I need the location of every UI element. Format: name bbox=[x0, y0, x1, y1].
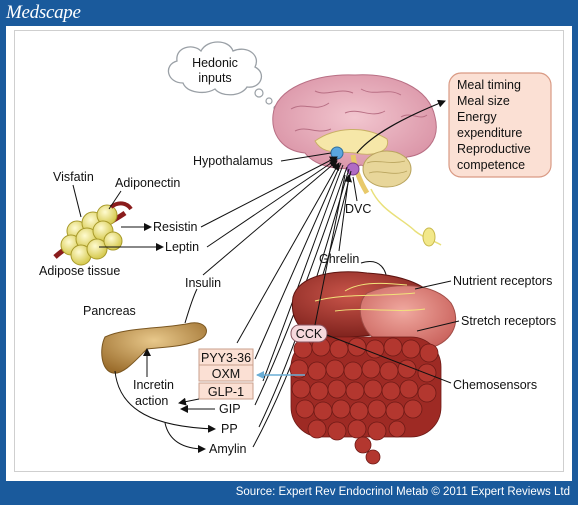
meal-item-3: Energy bbox=[457, 110, 497, 124]
pancreas-illustration bbox=[101, 322, 207, 374]
appetite-regulation-diagram: Hedonic inputs Meal timing Meal s bbox=[14, 30, 564, 472]
stomach-liver-illustration bbox=[291, 271, 457, 351]
resistin-label: Resistin bbox=[153, 220, 198, 234]
pp-label: PP bbox=[221, 422, 238, 436]
hypothalamus-label: Hypothalamus bbox=[193, 154, 273, 168]
nutrient-pointer bbox=[414, 280, 452, 290]
meal-item-2: Meal size bbox=[457, 94, 510, 108]
glp1-label: GLP-1 bbox=[208, 385, 244, 399]
cck-to-brain-line bbox=[314, 174, 346, 326]
hedonic-cloud: Hedonic inputs bbox=[167, 41, 279, 111]
visfatin-label: Visfatin bbox=[53, 170, 94, 184]
hedonic-label-line2: inputs bbox=[198, 71, 231, 85]
diagram-canvas: Hedonic inputs Meal timing Meal s bbox=[39, 41, 556, 465]
dvc-pointer bbox=[352, 176, 358, 202]
adiponectin-pointer bbox=[108, 190, 122, 210]
top-bar: Medscape bbox=[0, 0, 578, 26]
chemosensors-label: Chemosensors bbox=[453, 378, 537, 392]
hedonic-label-line1: Hedonic bbox=[192, 56, 238, 70]
pancreas-label: Pancreas bbox=[83, 304, 136, 318]
meal-item-1: Meal timing bbox=[457, 78, 521, 92]
insulin-label: Insulin bbox=[185, 276, 221, 290]
intestines-illustration bbox=[289, 336, 442, 465]
adiponectin-label: Adiponectin bbox=[115, 176, 180, 190]
footer-bar: Source: Expert Rev Endocrinol Metab © 20… bbox=[0, 482, 578, 505]
ghrelin-label: Ghrelin bbox=[319, 252, 359, 266]
dvc-label: DVC bbox=[345, 202, 371, 216]
oxm-label: OXM bbox=[212, 367, 240, 381]
amylin-label: Amylin bbox=[209, 442, 247, 456]
visfatin-pointer bbox=[72, 184, 82, 218]
pancreas-to-amylin-arrow bbox=[164, 422, 206, 453]
meal-item-6: competence bbox=[457, 158, 525, 172]
incretin-label-line2: action bbox=[135, 394, 168, 408]
gip-label: GIP bbox=[219, 402, 241, 416]
hypothalamus-pointer bbox=[280, 152, 332, 162]
chemosensors-pointer bbox=[326, 334, 452, 384]
gut-hormone-boxes: PYY3-36 OXM GLP-1 bbox=[198, 348, 254, 400]
adipose-tissue-illustration bbox=[53, 201, 133, 266]
ghrelin-arrow bbox=[338, 174, 353, 252]
pancreas-to-insulin-line bbox=[184, 288, 198, 324]
nutrient-receptors-label: Nutrient receptors bbox=[453, 274, 552, 288]
brain-illustration bbox=[272, 74, 442, 247]
glp1-to-incretin-arrow bbox=[178, 397, 200, 406]
pyy-label: PYY3-36 bbox=[201, 351, 251, 365]
source-credit: Source: Expert Rev Endocrinol Metab © 20… bbox=[235, 486, 570, 498]
meal-outcomes-box: Meal timing Meal size Energy expenditure… bbox=[448, 72, 552, 178]
leptin-label: Leptin bbox=[165, 240, 199, 254]
adipose-tissue-label: Adipose tissue bbox=[39, 264, 120, 278]
cck-label: CCK bbox=[296, 327, 323, 341]
stretch-receptors-label: Stretch receptors bbox=[461, 314, 556, 328]
meal-item-4: expenditure bbox=[457, 126, 522, 140]
stretch-pointer bbox=[416, 320, 460, 332]
meal-item-5: Reproductive bbox=[457, 142, 531, 156]
cck-badge: CCK bbox=[290, 324, 328, 343]
pancreas-to-pp-arrow bbox=[114, 370, 216, 433]
medscape-logo[interactable]: Medscape bbox=[6, 2, 81, 23]
brain-to-outcomes-arrow bbox=[356, 99, 446, 154]
incretin-label-line1: Incretin bbox=[133, 378, 174, 392]
